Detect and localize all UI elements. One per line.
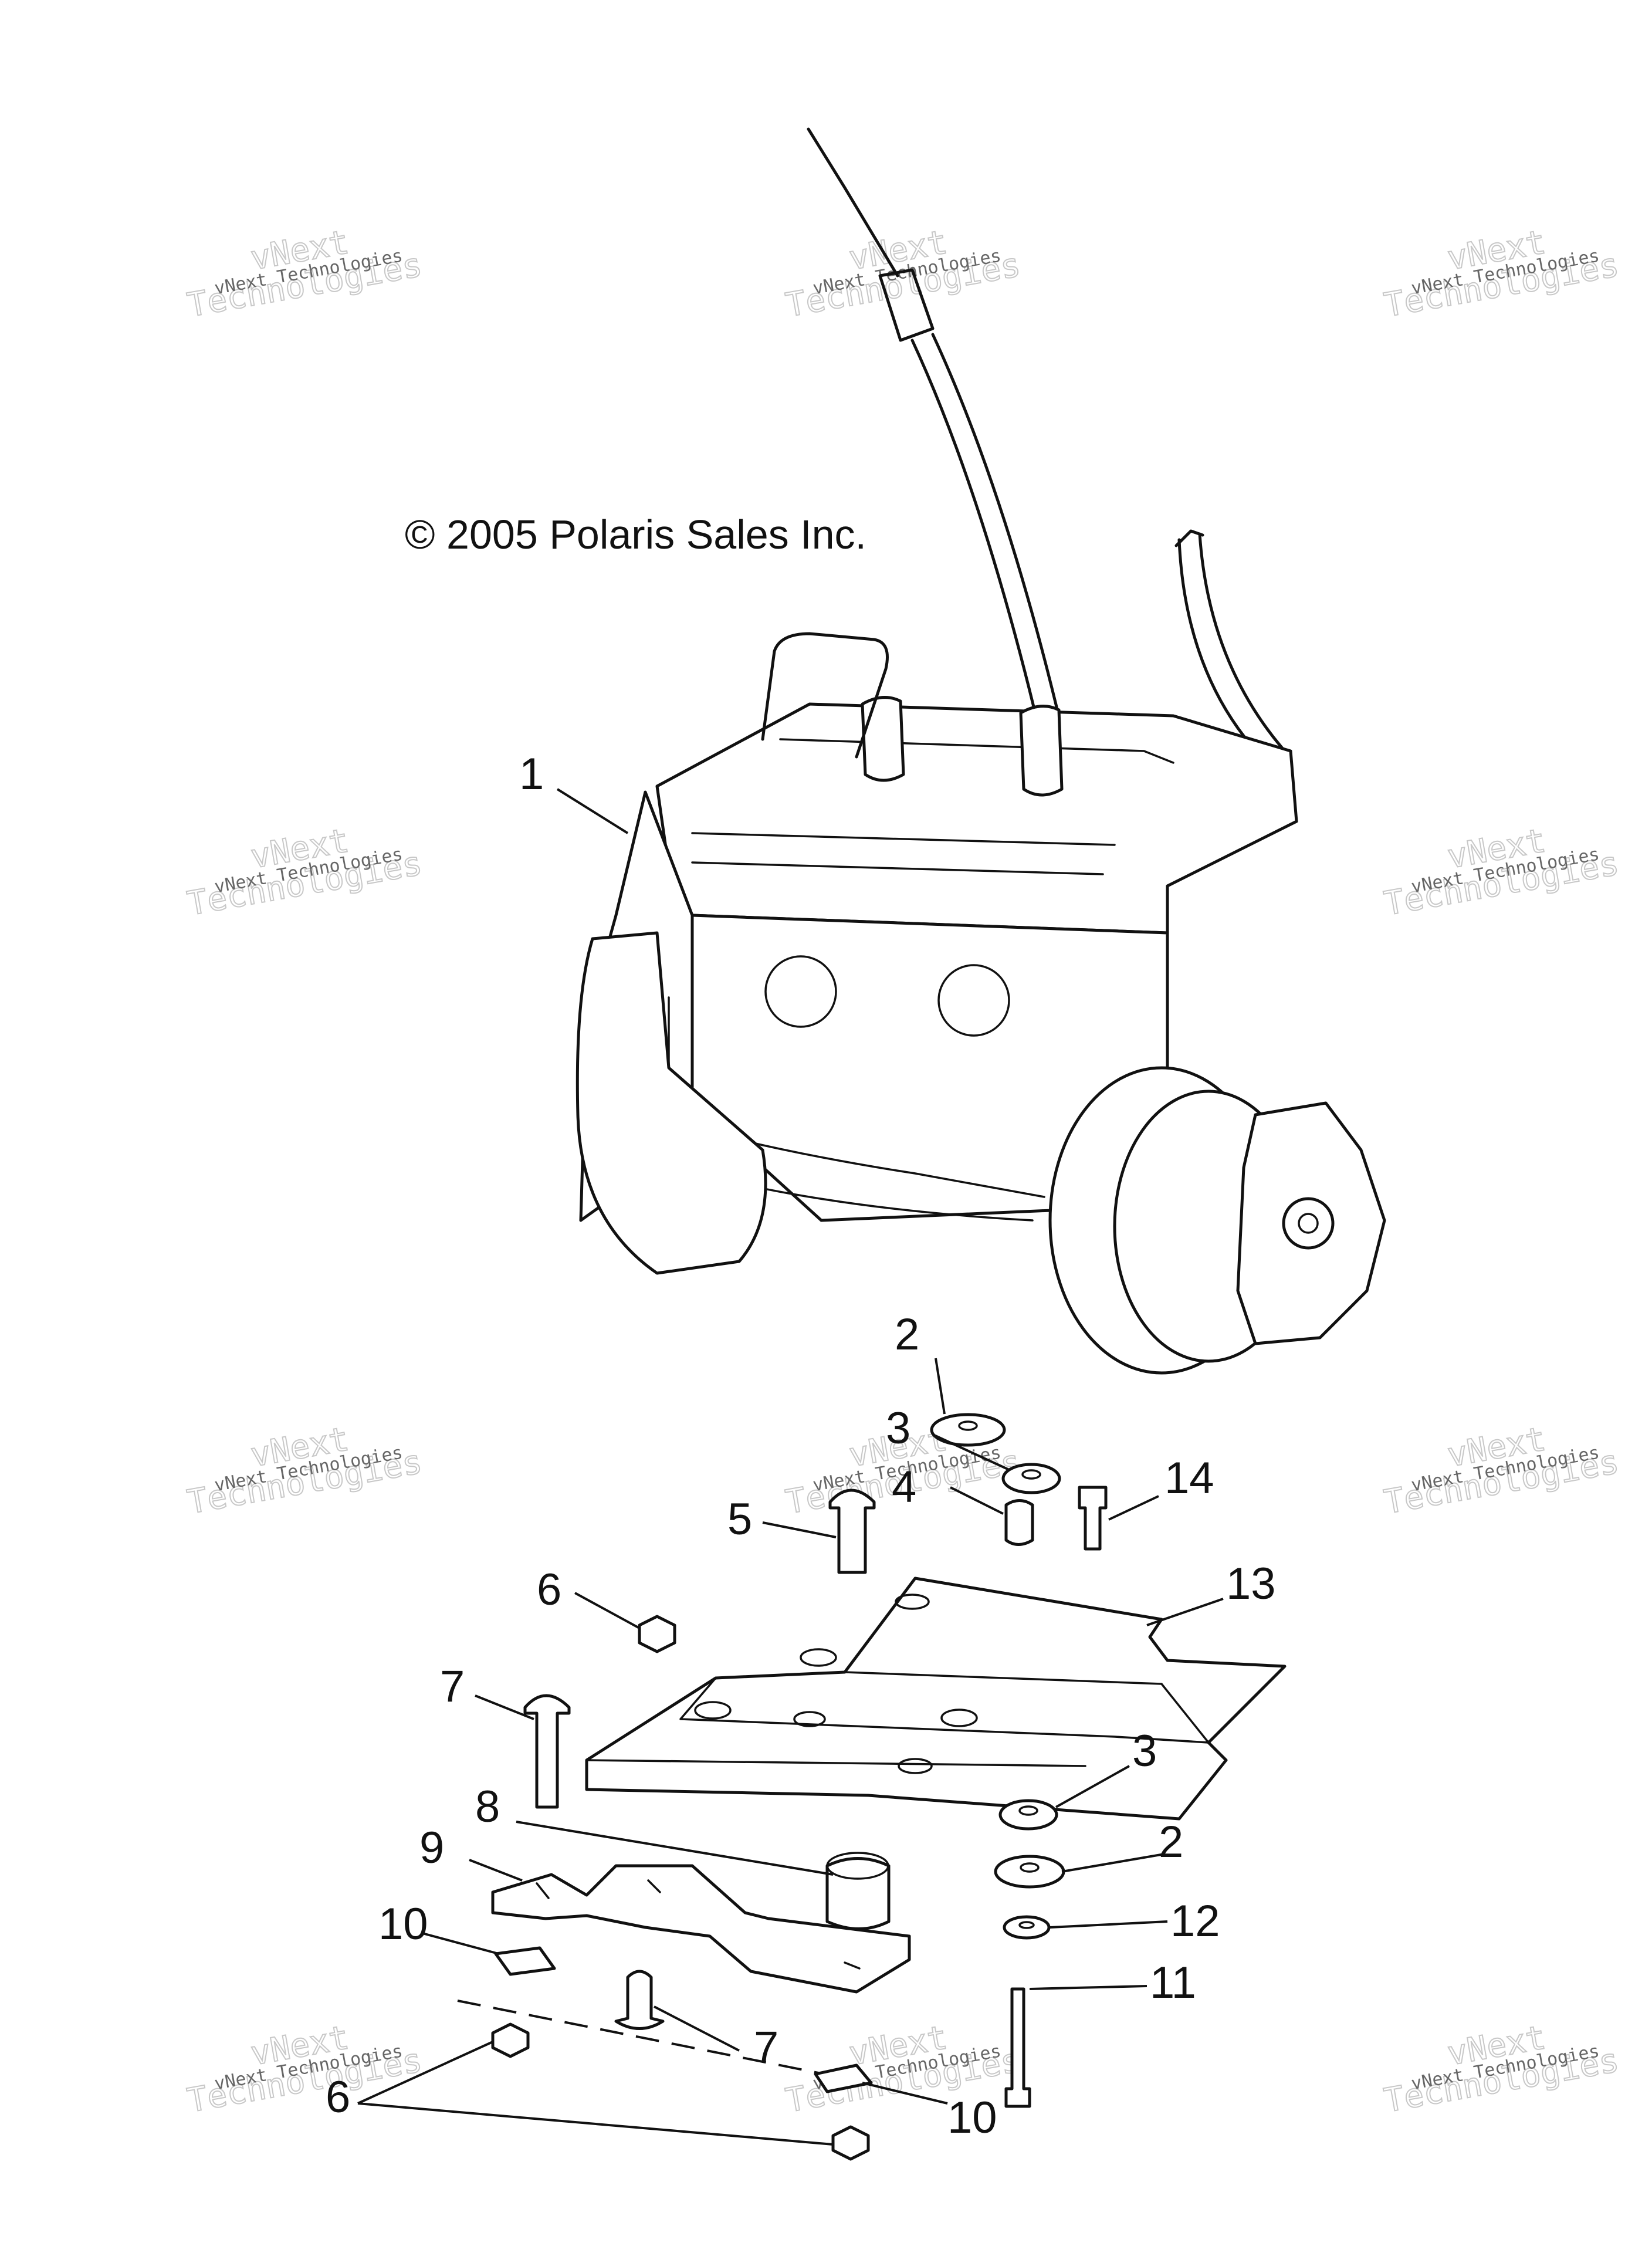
leader-10b <box>862 2082 948 2105</box>
leader-6b-b <box>357 2102 834 2146</box>
callout-5: 5 <box>727 1494 752 1544</box>
part-7-lower-bolt <box>614 1970 665 2030</box>
watermark-top-center: vNext Technologies vNext Technologies <box>783 222 1024 325</box>
callout-4: 4 <box>892 1462 916 1512</box>
alignment-dash-line <box>457 2000 869 2084</box>
part-13-bend-lines <box>585 1671 1210 1767</box>
watermark-bottom-right: vNext Technologies vNext Technologies <box>1381 2018 1623 2120</box>
leader-7a <box>475 1694 534 1720</box>
fuel-line-loop <box>761 632 889 759</box>
part-11-bolt <box>1004 1987 1031 2108</box>
leader-lines <box>357 788 1224 2146</box>
throttle-cable <box>807 127 1069 756</box>
plate-hole-3 <box>694 1701 732 1720</box>
callout-labels: 1 2 3 4 14 5 6 13 7 3 8 2 9 12 10 11 7 6… <box>326 749 1276 2143</box>
leader-6a <box>574 1592 640 1629</box>
part-10-upper-plate <box>494 1946 556 1976</box>
watermark-bottom-left: vNext Technologies vNext Technologies <box>184 2018 426 2120</box>
callout-11: 11 <box>1150 1958 1196 2008</box>
leader-11 <box>1029 1985 1147 1990</box>
port-right <box>937 964 1010 1037</box>
part-2-lower-hole <box>1020 1862 1040 1873</box>
part-10-lower-plate <box>814 2063 873 2093</box>
callout-10-upper: 10 <box>378 1899 428 1949</box>
port-left <box>764 955 837 1028</box>
leader-3b <box>1055 1765 1130 1808</box>
clutch-bolt-center <box>1298 1213 1319 1234</box>
callout-14: 14 <box>1164 1453 1214 1503</box>
part-2-upper-hole <box>958 1420 978 1431</box>
callout-3-upper: 3 <box>886 1403 910 1453</box>
callout-8: 8 <box>475 1782 500 1832</box>
callout-10-lower: 10 <box>947 2093 997 2143</box>
cylinder-head <box>655 702 1298 935</box>
part-6-lower-nut-b <box>831 2125 870 2161</box>
callout-1: 1 <box>519 749 544 799</box>
watermark-low-right: vNext Technologies vNext Technologies <box>1381 1419 1623 1522</box>
leader-3a <box>932 1433 1010 1471</box>
part-9-detail <box>536 1879 861 1970</box>
callout-6-upper: 6 <box>537 1565 561 1615</box>
callout-9: 9 <box>419 1823 444 1873</box>
leader-1 <box>556 788 629 834</box>
callout-2-lower: 2 <box>1159 1817 1183 1867</box>
leader-9 <box>469 1859 523 1882</box>
watermark-mid-left: vNext Technologies vNext Technologies <box>184 821 426 923</box>
drive-clutch <box>1048 1066 1386 1375</box>
part-13-mount-plate <box>585 1577 1287 1821</box>
leader-12 <box>1050 1920 1168 1929</box>
lower-block-detail <box>597 996 1045 1222</box>
leader-5 <box>762 1521 837 1538</box>
callout-13: 13 <box>1226 1559 1276 1609</box>
spark-plug-boss-right <box>1019 705 1064 797</box>
coolant-hose <box>1174 529 1287 759</box>
leader-7b <box>654 2005 740 2052</box>
watermark-top-right: vNext Technologies vNext Technologies <box>1381 222 1623 325</box>
callout-7-lower: 7 <box>754 2022 778 2072</box>
part-9-bracket <box>491 1864 911 1994</box>
plate-hole-1 <box>800 1648 837 1667</box>
leader-4 <box>950 1486 1004 1515</box>
callout-6-lower: 6 <box>326 2072 350 2122</box>
copyright-notice: © 2005 Polaris Sales Inc. <box>405 512 866 557</box>
plate-hole-4 <box>940 1709 978 1727</box>
plate-hole-6 <box>898 1758 933 1774</box>
spark-plug-boss-left <box>861 696 905 782</box>
leader-6b-a <box>357 2041 493 2105</box>
mount-hardware <box>457 1413 1287 2161</box>
watermark-mid-right: vNext Technologies vNext Technologies <box>1381 821 1623 923</box>
part-5-carriage-bolt <box>828 1489 876 1574</box>
leader-8 <box>516 1821 834 1876</box>
engine-assembly <box>576 127 1386 1375</box>
part-8-sleeve-top <box>826 1852 889 1880</box>
recoil-cover <box>576 931 767 1275</box>
part-6-upper-nut <box>638 1615 676 1653</box>
part-3-upper-hole <box>1021 1469 1041 1480</box>
clutch-bolt <box>1282 1197 1335 1250</box>
part-12-hole <box>1018 1921 1035 1929</box>
part-3-lower-hole <box>1018 1805 1038 1816</box>
part-7-upper-bolt <box>523 1694 571 1809</box>
watermark-low-left: vNext Technologies vNext Technologies <box>184 1419 426 1522</box>
part-14-bolt <box>1078 1486 1108 1551</box>
leader-2a <box>935 1358 946 1415</box>
plate-hole-5 <box>793 1711 826 1727</box>
part-4-spacer <box>1004 1499 1034 1546</box>
leader-14 <box>1108 1495 1159 1521</box>
leader-10a <box>422 1932 499 1955</box>
part-8-sleeve <box>825 1857 891 1930</box>
part-6-lower-nut-a <box>491 2022 530 2058</box>
callout-7-upper: 7 <box>440 1662 465 1711</box>
callout-3-lower: 3 <box>1132 1726 1157 1776</box>
callout-2-upper: 2 <box>895 1310 919 1359</box>
watermark-top-left: vNext Technologies vNext Technologies <box>184 222 426 325</box>
plate-hole-2 <box>895 1594 930 1610</box>
leader-2b <box>1061 1853 1165 1873</box>
leader-13 <box>1146 1598 1224 1626</box>
callout-12: 12 <box>1170 1896 1220 1946</box>
